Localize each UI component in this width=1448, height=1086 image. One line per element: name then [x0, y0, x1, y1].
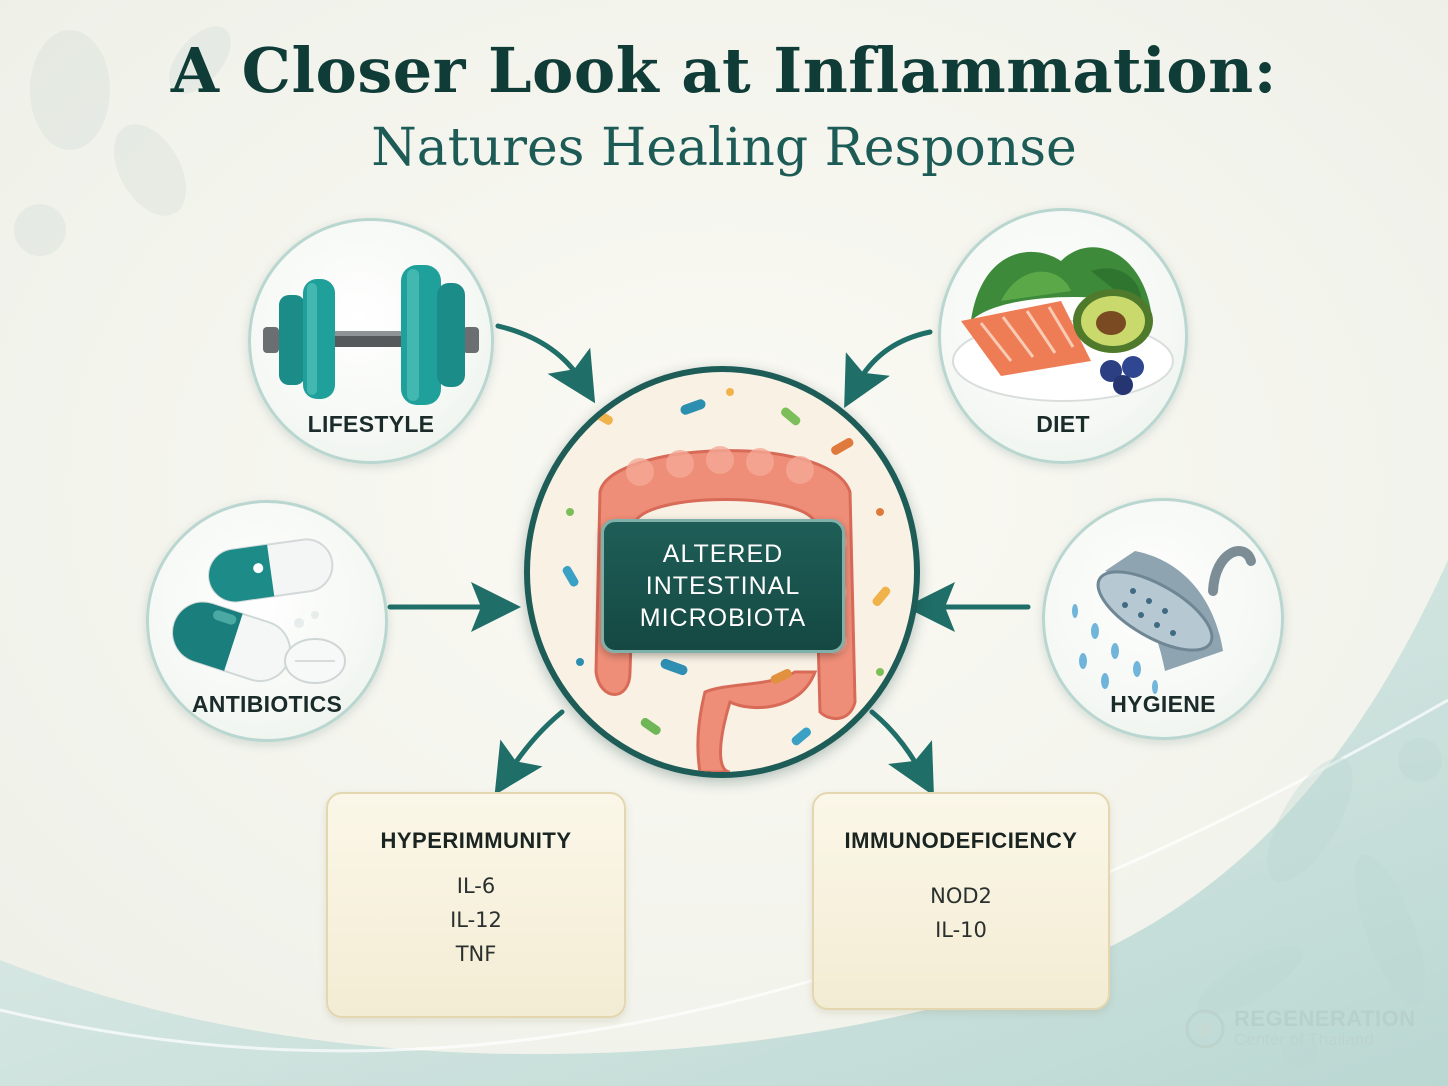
arrow-lifestyle: [495, 323, 596, 404]
outcome-item: IL-12: [450, 908, 502, 932]
outcome-item: TNF: [455, 942, 497, 966]
arrow-hyperimmunity: [494, 709, 565, 796]
arrow-immunodeficiency: [869, 709, 934, 796]
factor-label: DIET: [1036, 411, 1090, 437]
capsules-icon: [171, 538, 346, 684]
page-subtitle: Natures Healing Response: [371, 118, 1077, 178]
outcome-title: IMMUNODEFICIENCY: [844, 828, 1078, 853]
dumbbell-icon: [263, 265, 479, 405]
watermark-line1: REGENERATION: [1234, 1006, 1416, 1031]
outcome-hyperimmunity: HYPERIMMUNITY IL-6 IL-12 TNF: [326, 792, 626, 1018]
factor-label: ANTIBIOTICS: [191, 691, 343, 717]
watermark-logo: REGENERATION Center of Thailand: [1182, 1006, 1422, 1052]
center-label-box: ALTERED INTESTINAL MICROBIOTA: [601, 519, 845, 653]
outcome-item: NOD2: [930, 884, 992, 908]
outcome-title: HYPERIMMUNITY: [380, 828, 572, 853]
factor-label: HYGIENE: [1110, 691, 1216, 717]
outcome-immunodeficiency: IMMUNODEFICIENCY NOD2 IL-10: [812, 792, 1110, 1010]
arrow-diet: [844, 329, 933, 409]
outcome-item: IL-6: [456, 874, 496, 898]
factor-antibiotics: ANTIBIOTICS: [146, 500, 388, 742]
outcome-item: IL-10: [935, 918, 987, 942]
factor-hygiene: HYGIENE: [1042, 498, 1284, 740]
watermark-line2: Center of Thailand: [1234, 1030, 1374, 1049]
food-plate-icon: [952, 247, 1174, 402]
logo-icon: [1185, 1009, 1225, 1049]
shower-head-icon: [1072, 546, 1256, 694]
factor-lifestyle: LIFESTYLE: [248, 218, 494, 464]
center-label: ALTERED INTESTINAL MICROBIOTA: [639, 540, 807, 632]
page-title: A Closer Look at Inflammation:: [170, 34, 1278, 107]
factor-label: LIFESTYLE: [307, 411, 435, 437]
factor-diet: DIET: [938, 208, 1188, 464]
